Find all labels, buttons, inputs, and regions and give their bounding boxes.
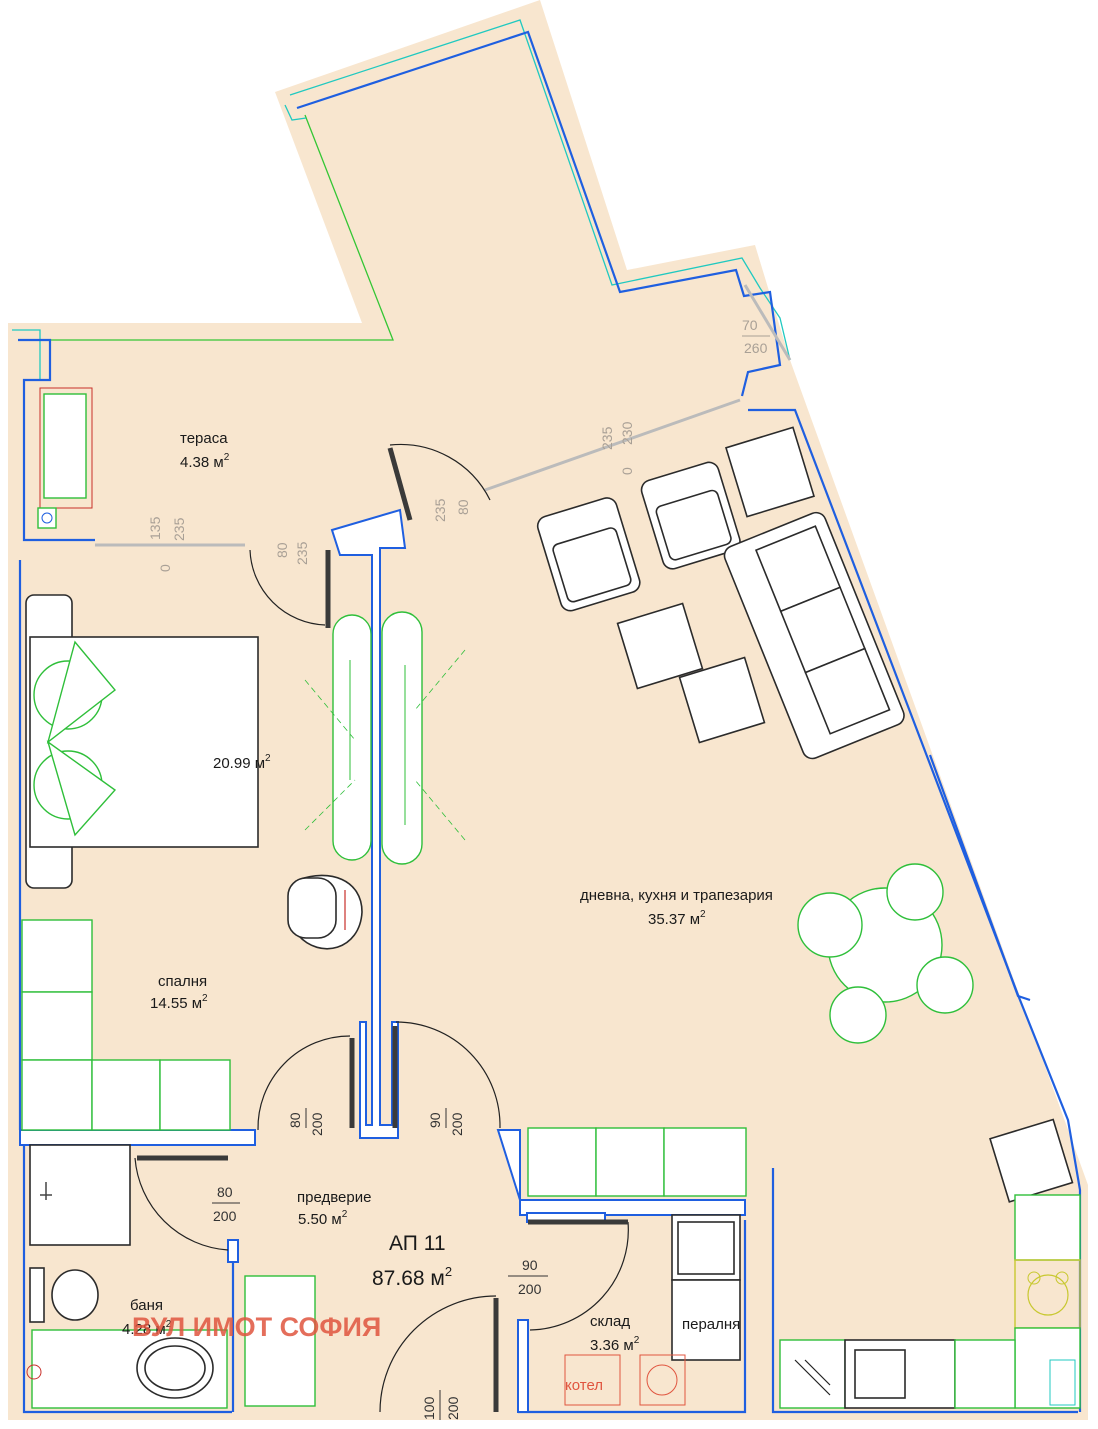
terrace-storage	[37, 387, 93, 529]
dim-235-bedroom-door: 235	[294, 541, 310, 565]
apartment-name: АП 11	[389, 1232, 446, 1255]
kitchen	[527, 1118, 1081, 1409]
dim-hall-90: 90	[427, 1112, 443, 1128]
bedroom-total-area: 20.99 м2	[213, 753, 271, 772]
dim-entry-200: 200	[445, 1396, 461, 1420]
apartment-area: 87.68 м2	[372, 1264, 452, 1290]
living-area: 35.37 м2	[648, 909, 706, 928]
living-name: дневна, кухня и трапезария	[580, 887, 773, 904]
dim-bath-200: 200	[213, 1208, 237, 1224]
bathroom-name: баня	[130, 1297, 163, 1314]
dim-70: 70	[742, 317, 758, 333]
terrace-window	[95, 284, 792, 547]
dim-0-term: 0	[157, 564, 173, 572]
dim-entry-100: 100	[421, 1396, 437, 1420]
washer-label: пералня	[682, 1316, 740, 1333]
dim-0-living: 0	[619, 467, 635, 475]
dim-80-door: 80	[455, 499, 471, 515]
dim-store-90: 90	[522, 1257, 538, 1273]
exterior-walls	[12, 19, 1082, 1414]
dim-hall-200b: 200	[449, 1112, 465, 1136]
dim-230: 230	[619, 421, 635, 445]
floor-area	[8, 0, 1088, 1420]
bedroom-furniture	[21, 594, 363, 1131]
dim-235-living: 235	[599, 426, 615, 450]
bathroom-fixtures	[26, 1144, 316, 1409]
dimension-labels: 70 260 230 235 0 80 235 135 235 0 80 235…	[147, 317, 770, 1420]
dim-store-200: 200	[518, 1281, 542, 1297]
dim-hall-80: 80	[287, 1112, 303, 1128]
terrace-area: 4.38 м2	[180, 452, 230, 471]
closet	[304, 611, 466, 865]
storage-name: склад	[590, 1313, 630, 1330]
storage-area: 3.36 м2	[590, 1335, 640, 1354]
dim-hall-200: 200	[309, 1112, 325, 1136]
hall-area: 5.50 м2	[298, 1209, 348, 1228]
bathroom-area: 4.28 м2	[122, 1319, 172, 1338]
dim-235-term: 235	[171, 517, 187, 541]
watermark: ВУЛ ИМОТ СОФИЯ	[132, 1312, 381, 1342]
doors	[134, 443, 629, 1413]
room-labels: тераса 4.38 м2 20.99 м2 спалня 14.55 м2 …	[122, 430, 773, 1394]
bedroom-area: 14.55 м2	[150, 993, 208, 1012]
dim-235-door: 235	[432, 498, 448, 522]
bedroom-name: спалня	[158, 973, 207, 990]
dim-135: 135	[147, 516, 163, 540]
living-furniture	[536, 426, 974, 1044]
dim-260: 260	[744, 340, 768, 356]
boiler-label: котел	[565, 1377, 603, 1394]
terrace-name: тераса	[180, 430, 228, 447]
hall-name: предверие	[297, 1189, 371, 1206]
interior-walls	[19, 508, 746, 1413]
dim-bath-80: 80	[217, 1184, 233, 1200]
dim-80-bedroom-door: 80	[274, 542, 290, 558]
storage-fixtures	[564, 1214, 741, 1406]
